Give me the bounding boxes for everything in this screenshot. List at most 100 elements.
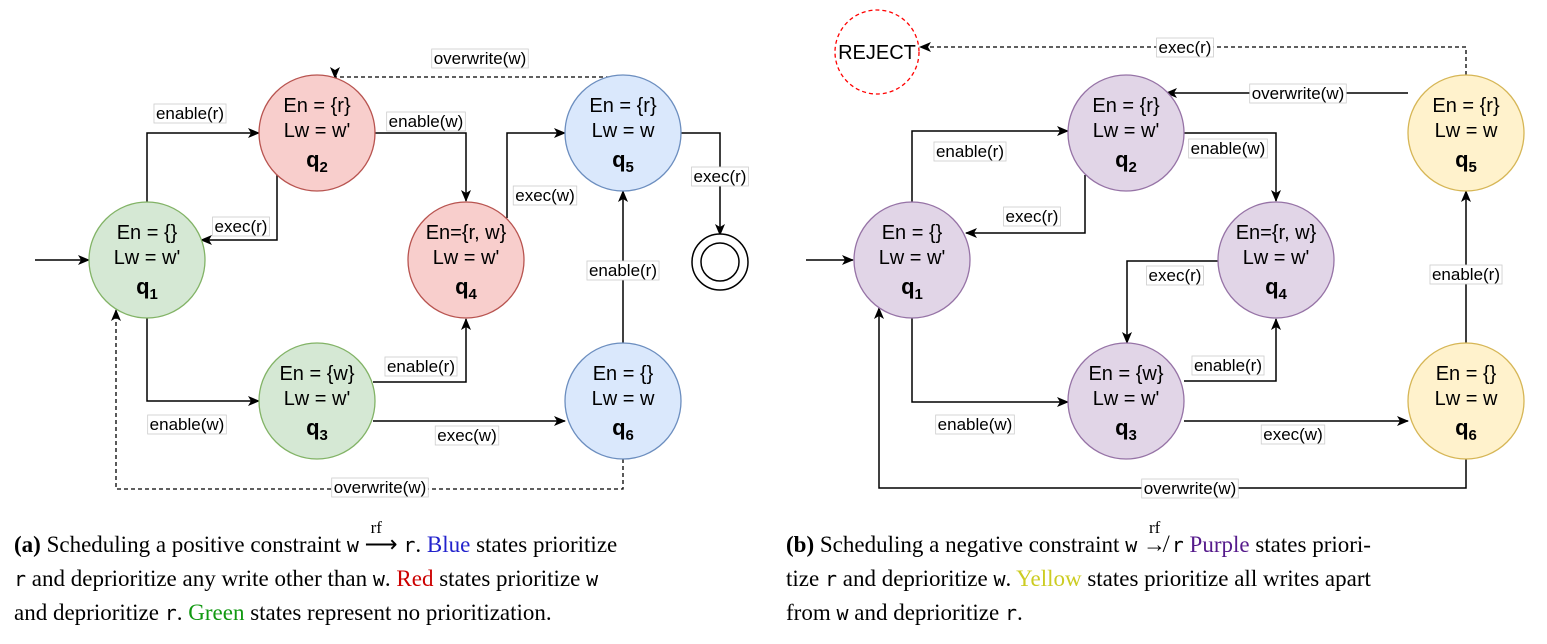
b-edge-q5-reject xyxy=(919,42,1467,75)
caption-b-text-6: states prioritize all writes apart xyxy=(1087,566,1371,591)
edge-label-box xyxy=(1141,478,1239,499)
caption-b-r3: r xyxy=(1004,601,1018,625)
caption-a-text-3: states prioritize xyxy=(476,532,618,557)
a-edge-q5-accept xyxy=(681,132,725,236)
caption-b: (b) Scheduling a negative constraint w r… xyxy=(786,518,1541,630)
caption-b-text-2: states priori- xyxy=(1255,532,1371,557)
edge-label-box xyxy=(212,216,270,237)
caption-a-w2: w xyxy=(372,567,385,591)
a-label-q1-q2: enable(r) xyxy=(156,104,224,123)
caption-a-tag: (a) xyxy=(14,532,41,557)
b-label-q5-reject: exec(r) xyxy=(1159,38,1212,57)
caption-a-rf-arrow: rf⟶ xyxy=(365,518,398,562)
b-q4-name: q4 xyxy=(1265,274,1287,303)
a-q6-enabled: En = {} xyxy=(593,363,654,385)
a-label-q5-q2: overwrite(w) xyxy=(434,49,527,68)
caption-a-text-1: Scheduling a positive constraint xyxy=(46,532,342,557)
a-q5-enabled: En = {r} xyxy=(589,95,657,117)
edge-label-box xyxy=(147,414,227,435)
caption-a-text-4: and deprioritize any write other than xyxy=(31,566,368,591)
a-q6-name: q6 xyxy=(612,415,634,444)
a-accept-state-inner xyxy=(700,242,740,282)
edge-label-box xyxy=(1146,265,1204,286)
a-q6-lastwrite: Lw = w xyxy=(592,388,655,410)
edge-label-box xyxy=(1156,37,1214,58)
edge-label-box xyxy=(1191,355,1265,376)
a-state-q5: En = {r} Lw = w q5 xyxy=(564,74,682,192)
b-label-q1-q3: enable(w) xyxy=(938,415,1013,434)
a-state-q3: En = {w} Lw = w' q3 xyxy=(258,342,376,460)
a-label-q6-q5: enable(r) xyxy=(589,261,657,280)
edge-label-box xyxy=(384,356,458,377)
caption-a-r2: r xyxy=(14,567,27,591)
edge-label-box xyxy=(1429,264,1503,285)
b-label-q3-q4: enable(r) xyxy=(1194,356,1262,375)
b-label-q2-q1: exec(r) xyxy=(1006,207,1059,226)
b-q6-enabled: En = {} xyxy=(1436,363,1497,385)
a-q3-lastwrite: Lw = w' xyxy=(284,388,351,410)
a-edge-q2-q4 xyxy=(375,132,471,202)
caption-b-r: r xyxy=(1171,533,1184,557)
caption-b-tag: (b) xyxy=(786,532,815,557)
a-q5-name: q5 xyxy=(612,147,634,176)
caption-b-w3: w xyxy=(836,601,849,625)
caption-a-r: r xyxy=(403,533,416,557)
caption-b-r2: r xyxy=(824,567,837,591)
b-q1-lastwrite: Lw = w' xyxy=(879,247,946,269)
caption-a-w: w xyxy=(346,533,359,557)
a-state-q6: En = {} Lw = w q6 xyxy=(564,342,682,460)
caption-a-blue: Blue xyxy=(426,532,471,557)
caption-a: (a) Scheduling a positive constraint w r… xyxy=(14,518,774,630)
a-label-q1-q3: enable(w) xyxy=(150,415,225,434)
caption-b-text-7: from xyxy=(786,600,831,625)
edge-label-box xyxy=(933,141,1007,162)
b-edge-q1-q3 xyxy=(911,318,1069,407)
a-q4-enabled: En={r, w} xyxy=(426,222,507,244)
b-q3-lastwrite: Lw = w' xyxy=(1093,388,1160,410)
b-q1-name: q1 xyxy=(901,274,923,303)
b-label-q5-q2: overwrite(w) xyxy=(1252,84,1345,103)
b-state-q5: En = {r} Lw = w q5 xyxy=(1407,74,1525,192)
b-label-q2-q4: enable(w) xyxy=(1191,139,1266,158)
b-label-q4-q3: exec(r) xyxy=(1149,266,1202,285)
edge-label-box xyxy=(331,477,429,498)
caption-a-green: Green xyxy=(188,600,245,625)
b-q4-lastwrite: Lw = w' xyxy=(1243,247,1310,269)
a-q4-name: q4 xyxy=(455,274,477,303)
a-label-q6-q1: overwrite(w) xyxy=(334,478,427,497)
a-q1-name: q1 xyxy=(136,274,158,303)
b-reject-state xyxy=(834,9,920,95)
caption-b-text-8: and deprioritize xyxy=(854,600,1000,625)
b-q2-name: q2 xyxy=(1115,147,1137,176)
a-label-q2-q4: enable(w) xyxy=(389,112,464,131)
b-state-q6: En = {} Lw = w q6 xyxy=(1407,342,1525,460)
a-label-q5-accept: exec(r) xyxy=(694,167,747,186)
b-state-q2: En = {r} Lw = w' q2 xyxy=(1067,74,1185,192)
edge-label-box xyxy=(153,103,227,124)
edge-label-box xyxy=(512,185,578,206)
a-q1-enabled: En = {} xyxy=(117,222,178,244)
caption-b-yellow: Yellow xyxy=(1016,566,1082,591)
a-state-q2: En = {r} Lw = w' q2 xyxy=(258,74,376,192)
b-reject-label: REJECT xyxy=(838,42,916,64)
caption-a-red: Red xyxy=(396,566,434,591)
a-label-q3-q6: exec(w) xyxy=(437,426,497,445)
b-edge-q1-q2 xyxy=(911,126,1069,202)
b-edge-q2-q4 xyxy=(1184,132,1281,202)
a-edge-q1-q3 xyxy=(146,318,260,406)
b-state-q4: En={r, w} Lw = w' q4 xyxy=(1217,201,1335,319)
a-q4-lastwrite: Lw = w' xyxy=(433,247,500,269)
a-label-q2-q1: exec(r) xyxy=(215,217,268,236)
b-state-q3: En = {w} Lw = w' q3 xyxy=(1067,342,1185,460)
b-q4-enabled: En={r, w} xyxy=(1236,222,1317,244)
b-q2-lastwrite: Lw = w' xyxy=(1093,120,1160,142)
a-label-q3-q4: enable(r) xyxy=(387,357,455,376)
a-q1-lastwrite: Lw = w' xyxy=(114,247,181,269)
b-q2-enabled: En = {r} xyxy=(1092,95,1160,117)
edge-label-box xyxy=(1249,83,1347,104)
b-q6-lastwrite: Lw = w xyxy=(1435,388,1498,410)
b-label-q6-q5: enable(r) xyxy=(1432,265,1500,284)
automata-diagrams: En = {} Lw = w' q1 En = {r} Lw = w' q2 E… xyxy=(35,9,1525,499)
a-edge-q3-q4 xyxy=(373,318,471,383)
edge-label-box xyxy=(1260,424,1326,445)
